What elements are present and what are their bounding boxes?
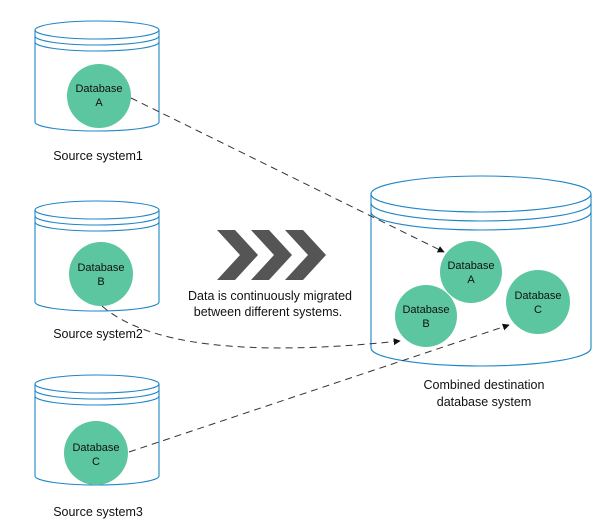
database-c-node: Database C xyxy=(64,421,128,485)
destination-caption-line1: Combined destination xyxy=(424,378,545,392)
database-label: Database xyxy=(447,260,494,272)
destination-system: Database A Database B Database C Combine… xyxy=(370,175,592,409)
dest-database-c-node: Database C xyxy=(506,270,570,334)
dest-database-a-node: Database A xyxy=(440,241,502,303)
database-label: Database xyxy=(75,83,122,95)
source-system-1: Database A Source system1 xyxy=(34,20,160,163)
database-label: Database xyxy=(514,290,561,302)
database-letter: C xyxy=(92,456,100,468)
database-b-node: Database B xyxy=(69,242,133,306)
migration-note-line1: Data is continuously migrated xyxy=(188,289,352,303)
database-letter: A xyxy=(95,97,103,109)
migration-note-line2: between different systems. xyxy=(194,305,342,319)
triple-chevron-right-icon xyxy=(217,230,326,280)
database-letter: B xyxy=(97,276,104,288)
database-letter: A xyxy=(467,274,475,286)
migration-arrow-c xyxy=(128,323,510,453)
migration-arrow-a xyxy=(130,97,445,253)
source-system-3-caption: Source system3 xyxy=(53,505,143,519)
database-label: Database xyxy=(402,304,449,316)
database-letter: B xyxy=(422,318,429,330)
source-system-2: Database B Source system2 xyxy=(34,200,160,341)
migration-arrow-b xyxy=(101,305,401,349)
destination-caption-line2: database system xyxy=(437,395,532,409)
database-label: Database xyxy=(72,442,119,454)
database-a-node: Database A xyxy=(67,64,131,128)
dest-database-b-node: Database B xyxy=(395,285,457,347)
source-system-3: Database C Source system3 xyxy=(34,374,160,519)
database-letter: C xyxy=(534,304,542,316)
source-system-2-caption: Source system2 xyxy=(53,327,143,341)
database-label: Database xyxy=(77,262,124,274)
source-system-1-caption: Source system1 xyxy=(53,149,143,163)
